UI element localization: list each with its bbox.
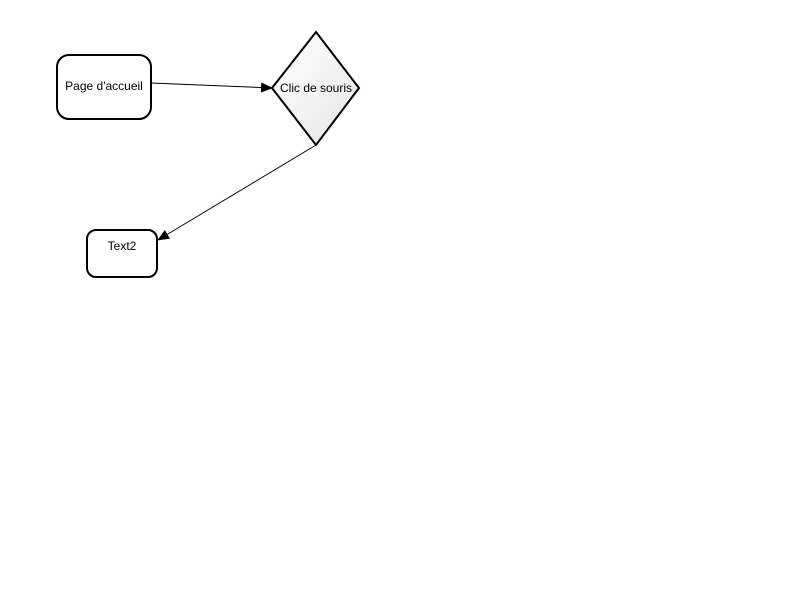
edge-home-to-click[interactable]: [150, 82, 273, 93]
node-clic-de-souris[interactable]: Clic de souris: [270, 30, 361, 147]
node-clic-de-souris-label: Clic de souris: [280, 81, 352, 95]
node-page-daccueil[interactable]: Page d'accueil: [56, 54, 152, 120]
node-text2-shape: [86, 229, 158, 278]
node-page-daccueil-label: Page d'accueil: [65, 79, 143, 93]
node-text2[interactable]: Text2: [86, 229, 158, 278]
node-text2-label: Text2: [108, 239, 137, 253]
node-clic-de-souris-shape: [270, 30, 361, 147]
edge-click-to-text2[interactable]: [157, 144, 317, 241]
node-page-daccueil-shape: [56, 54, 152, 120]
